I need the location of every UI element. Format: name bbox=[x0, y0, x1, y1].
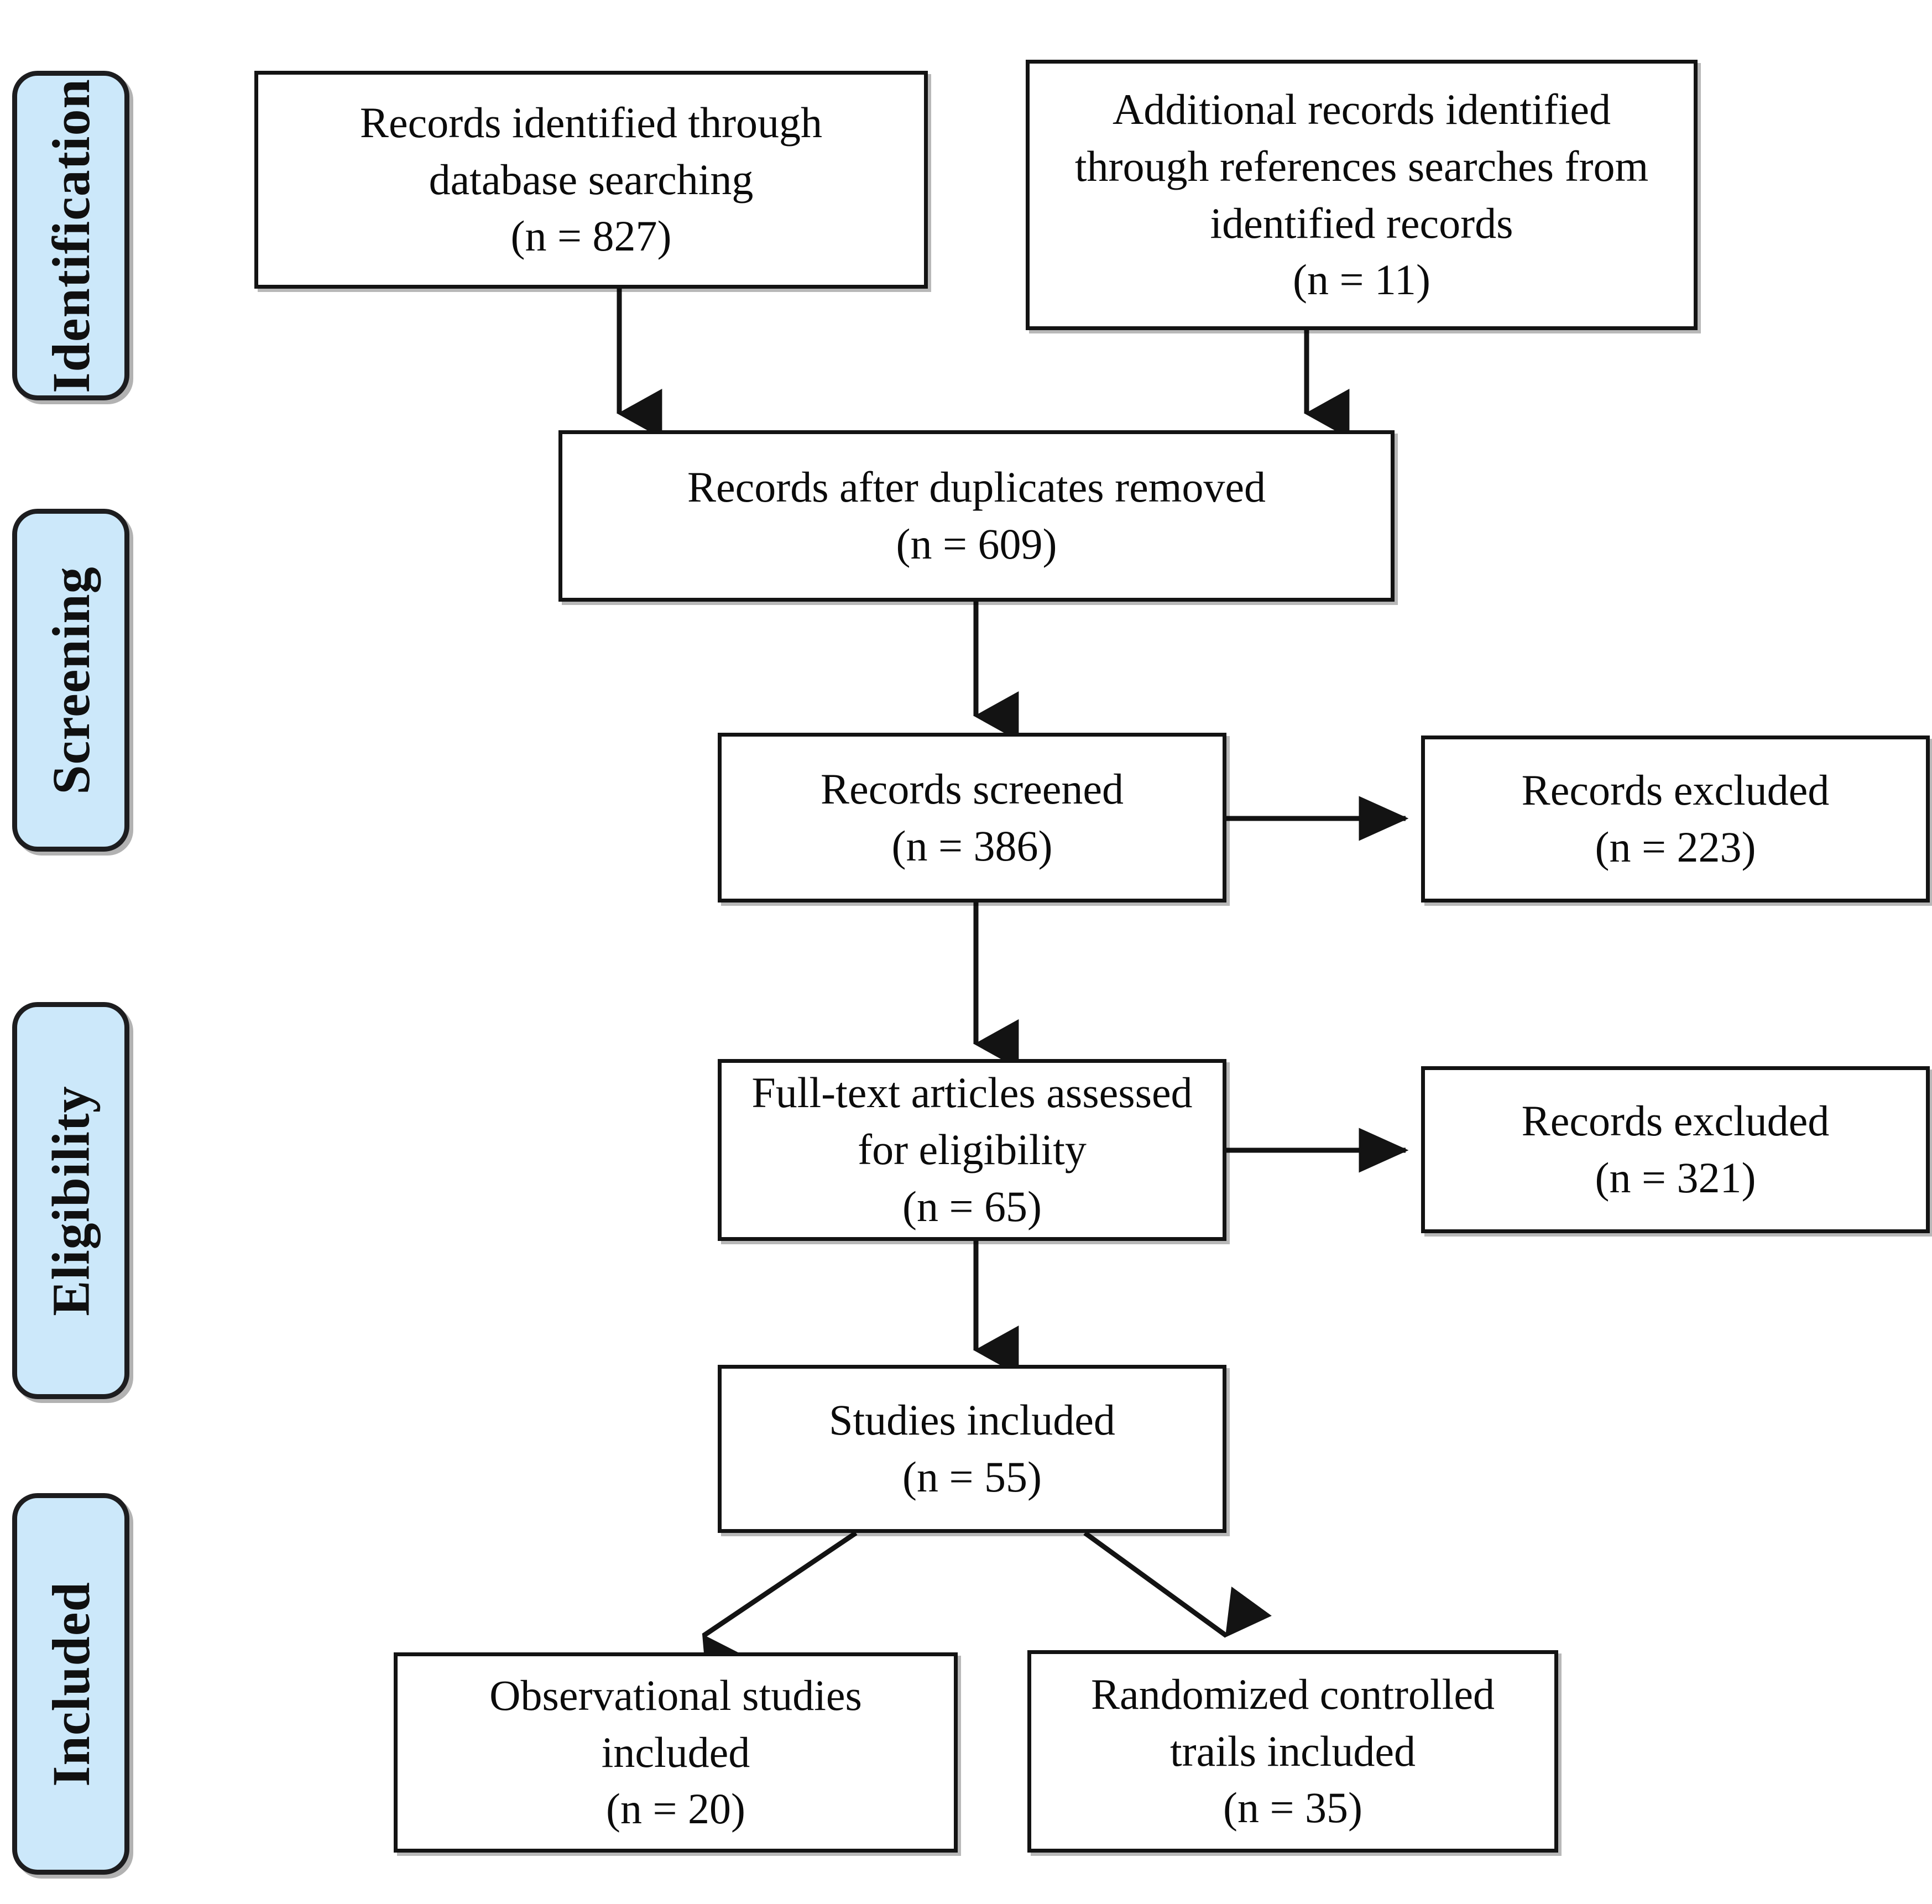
box-additional-records-line1: Additional records identified bbox=[1112, 85, 1611, 133]
box-records-excluded-screening: Records excluded (n = 223) bbox=[1421, 735, 1930, 903]
box-duplicates-removed-count: (n = 609) bbox=[896, 520, 1057, 568]
stage-label-included: Included bbox=[12, 1493, 129, 1875]
box-fulltext-assessed-count: (n = 65) bbox=[902, 1182, 1042, 1230]
box-additional-records-count: (n = 11) bbox=[1292, 255, 1431, 304]
box-additional-records-line2: through references searches from bbox=[1074, 142, 1649, 190]
box-additional-records-line3: identified records bbox=[1210, 199, 1513, 247]
box-records-identified-database: Records identified through database sear… bbox=[254, 71, 928, 289]
box-rct-line1: Randomized controlled bbox=[1091, 1670, 1495, 1718]
box-additional-records-identified: Additional records identified through re… bbox=[1026, 60, 1698, 330]
stage-label-identification: Identification bbox=[12, 71, 129, 400]
box-records-identified-database-count: (n = 827) bbox=[510, 212, 672, 260]
box-rct-line2: trails included bbox=[1169, 1726, 1416, 1775]
box-records-identified-database-line1: Records identified through bbox=[359, 98, 823, 147]
box-records-screened: Records screened (n = 386) bbox=[718, 733, 1226, 903]
box-records-excluded-screening-line1: Records excluded bbox=[1521, 766, 1830, 815]
box-observational-line2: included bbox=[601, 1728, 750, 1776]
arrow-studies-to-rct bbox=[1083, 1531, 1272, 1638]
box-fulltext-assessed-line1: Full-text articles assessed bbox=[751, 1068, 1193, 1117]
box-duplicates-removed-line1: Records after duplicates removed bbox=[687, 463, 1266, 512]
arrow-studies-to-observational bbox=[702, 1531, 858, 1686]
box-randomized-controlled-trials-included: Randomized controlled trails included (n… bbox=[1027, 1650, 1558, 1853]
box-observational-count: (n = 20) bbox=[606, 1785, 745, 1833]
stage-label-eligibility-text: Eligibility bbox=[41, 1085, 101, 1316]
box-studies-included-count: (n = 55) bbox=[902, 1453, 1042, 1501]
stage-label-included-text: Included bbox=[41, 1581, 101, 1787]
box-records-excluded-eligibility-count: (n = 321) bbox=[1595, 1154, 1756, 1202]
box-records-screened-count: (n = 386) bbox=[891, 821, 1053, 870]
box-records-identified-database-line2: database searching bbox=[429, 155, 754, 204]
stage-label-identification-text: Identification bbox=[41, 78, 101, 393]
box-records-excluded-eligibility-line1: Records excluded bbox=[1521, 1097, 1830, 1145]
box-records-excluded-eligibility: Records excluded (n = 321) bbox=[1421, 1066, 1930, 1233]
box-fulltext-assessed-line2: for eligibility bbox=[858, 1125, 1087, 1174]
box-studies-included-line1: Studies included bbox=[829, 1396, 1115, 1444]
stage-label-screening-text: Screening bbox=[41, 566, 101, 795]
box-rct-count: (n = 35) bbox=[1223, 1783, 1362, 1832]
box-fulltext-articles-assessed: Full-text articles assessed for eligibil… bbox=[718, 1059, 1226, 1241]
box-records-after-duplicates-removed: Records after duplicates removed (n = 60… bbox=[558, 430, 1395, 602]
box-observational-studies-included: Observational studies included (n = 20) bbox=[394, 1652, 958, 1853]
box-records-excluded-screening-count: (n = 223) bbox=[1595, 823, 1756, 871]
stage-label-eligibility: Eligibility bbox=[12, 1002, 129, 1399]
box-records-screened-line1: Records screened bbox=[821, 764, 1124, 813]
stage-label-screening: Screening bbox=[12, 509, 129, 852]
box-studies-included: Studies included (n = 55) bbox=[718, 1365, 1226, 1533]
box-observational-line1: Observational studies bbox=[489, 1671, 862, 1719]
